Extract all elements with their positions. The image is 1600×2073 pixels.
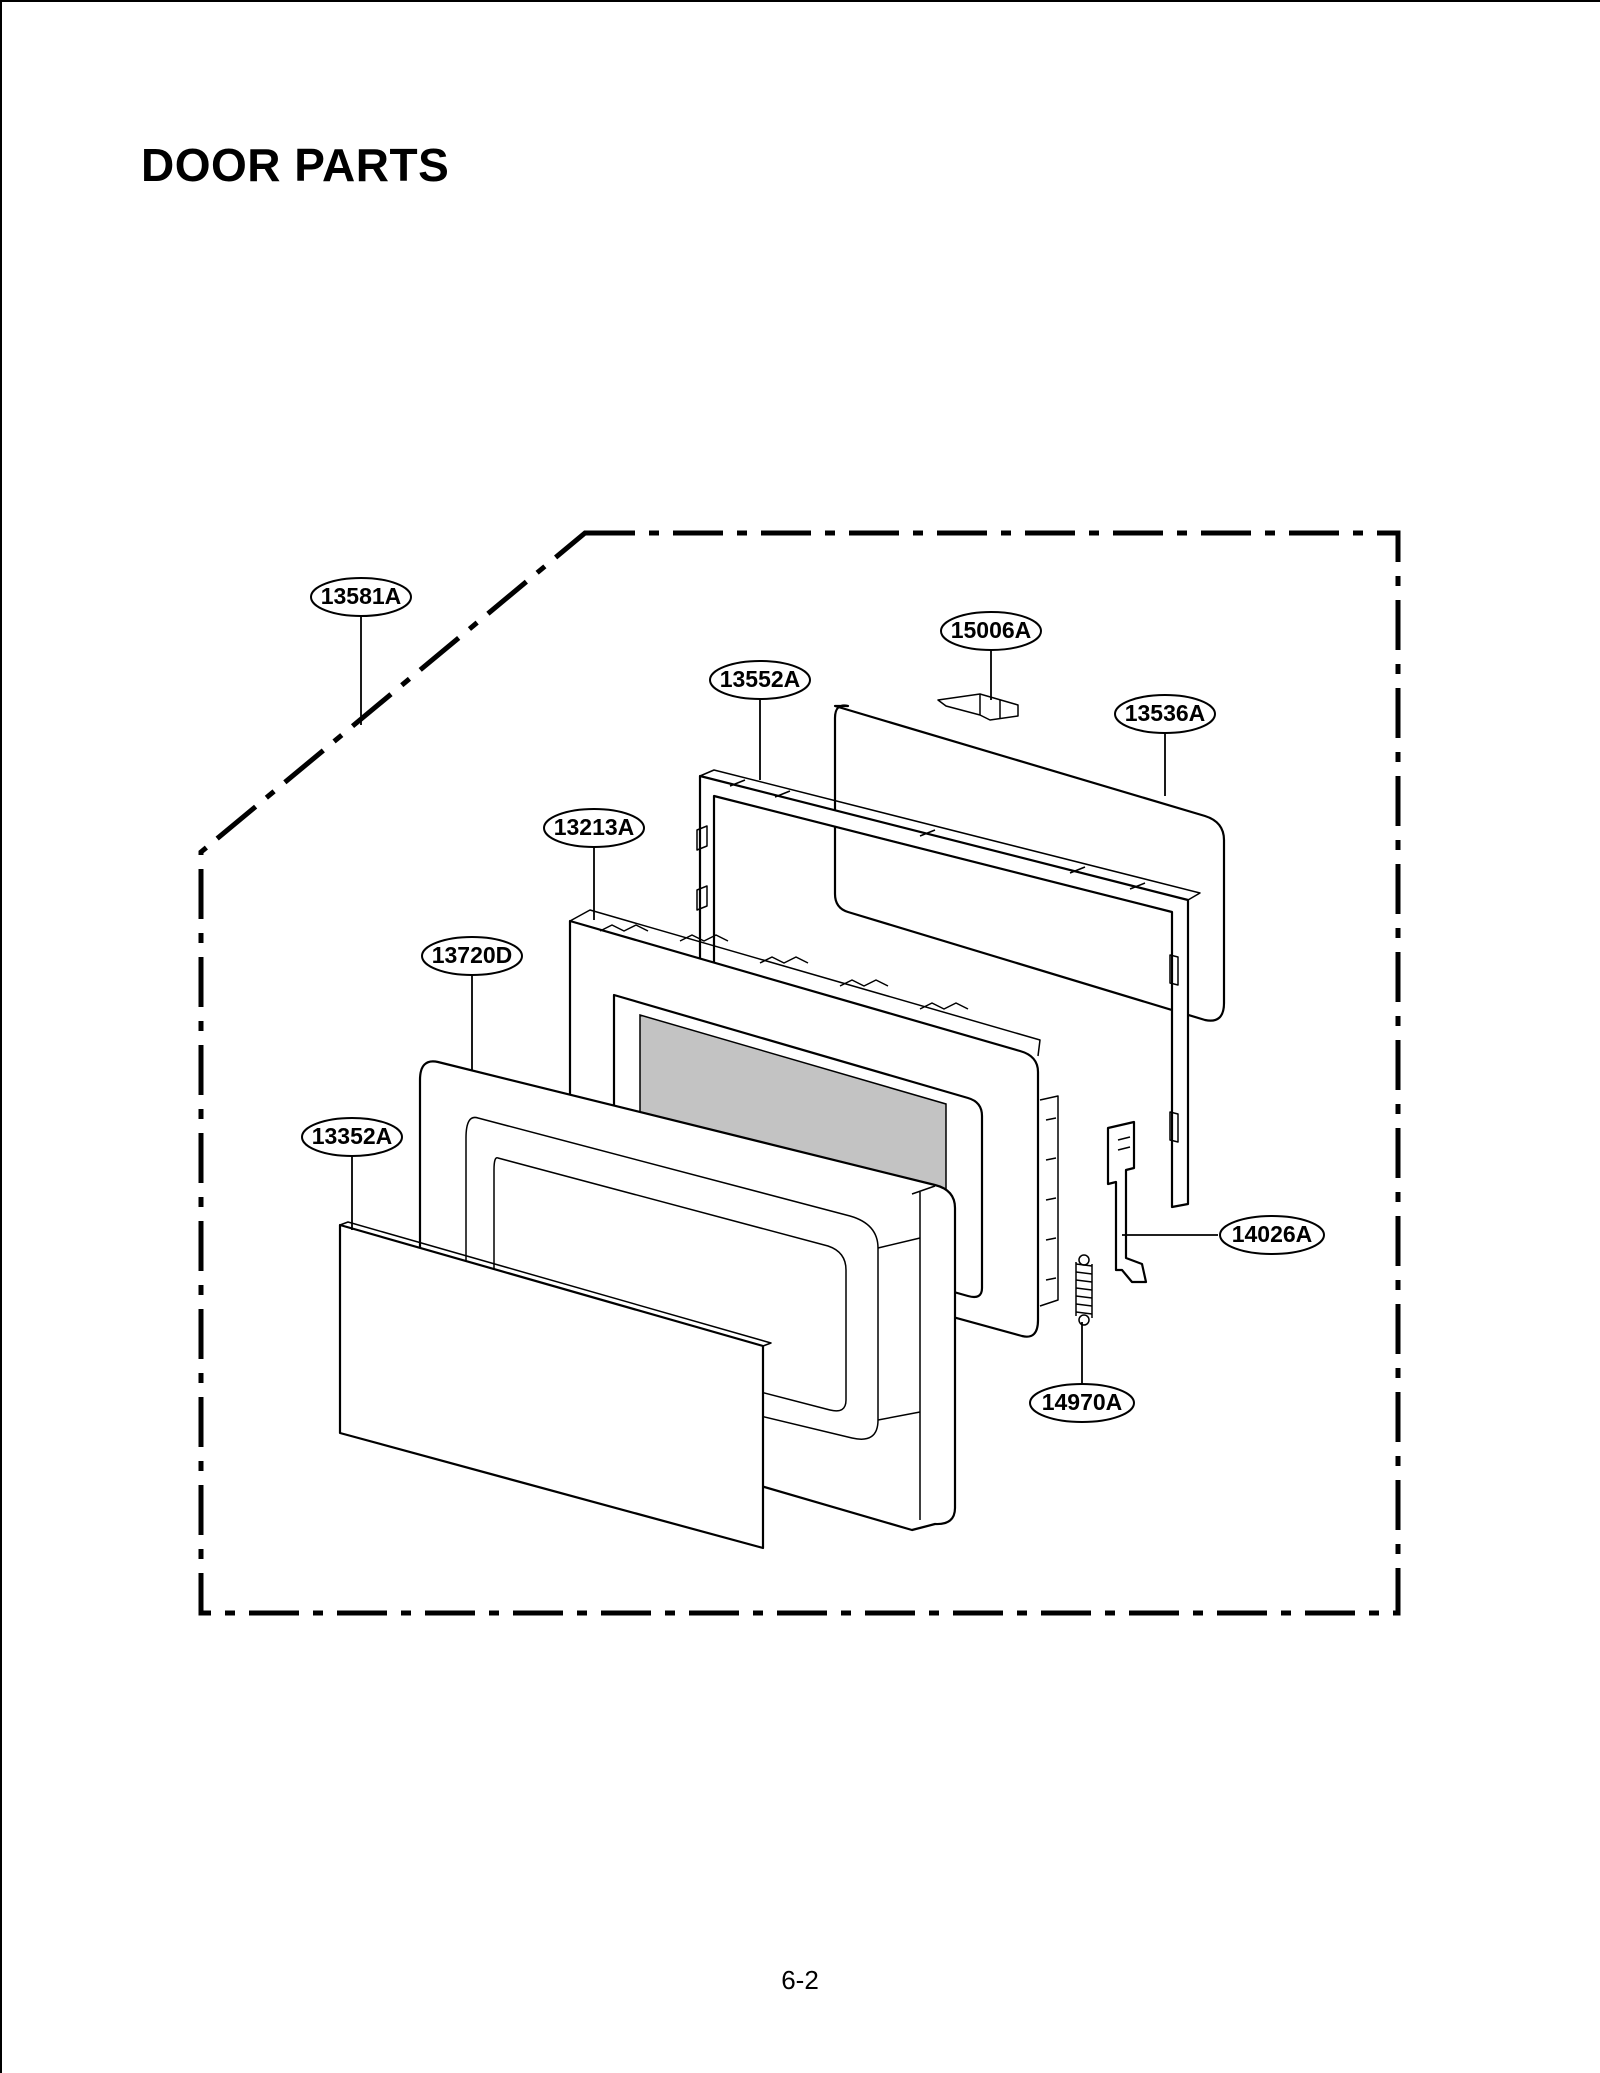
callout-13213A: 13213A [543,808,645,848]
callout-label: 13552A [720,666,801,692]
callout-13720D: 13720D [421,936,523,976]
callout-label: 13213A [554,814,635,840]
part-14970A-spring [1075,1254,1093,1326]
callout-label: 13352A [312,1123,393,1149]
callout-label: 15006A [951,617,1032,643]
callout-13581A: 13581A [310,577,412,617]
callout-14026A: 14026A [1219,1215,1325,1255]
callout-label: 13536A [1125,700,1206,726]
callout-label: 14970A [1042,1389,1123,1415]
page-number: 6-2 [781,1965,819,1995]
page-title: DOOR PARTS [141,139,450,191]
callout-label: 14026A [1232,1221,1313,1247]
callout-14970A: 14970A [1029,1383,1135,1423]
callout-13536A: 13536A [1114,694,1216,734]
part-15006A-clip [937,693,1019,721]
callout-13352A: 13352A [301,1117,403,1157]
part-13352A-front-glass [338,1221,772,1550]
assembly-boundary [198,530,1401,1616]
callout-label: 13720D [432,942,513,968]
callout-label: 13581A [321,583,402,609]
part-14026A-hook [1106,1120,1148,1284]
callout-13552A: 13552A [709,660,811,700]
callout-15006A: 15006A [940,611,1042,651]
part-13552A-frame [696,769,1201,1209]
